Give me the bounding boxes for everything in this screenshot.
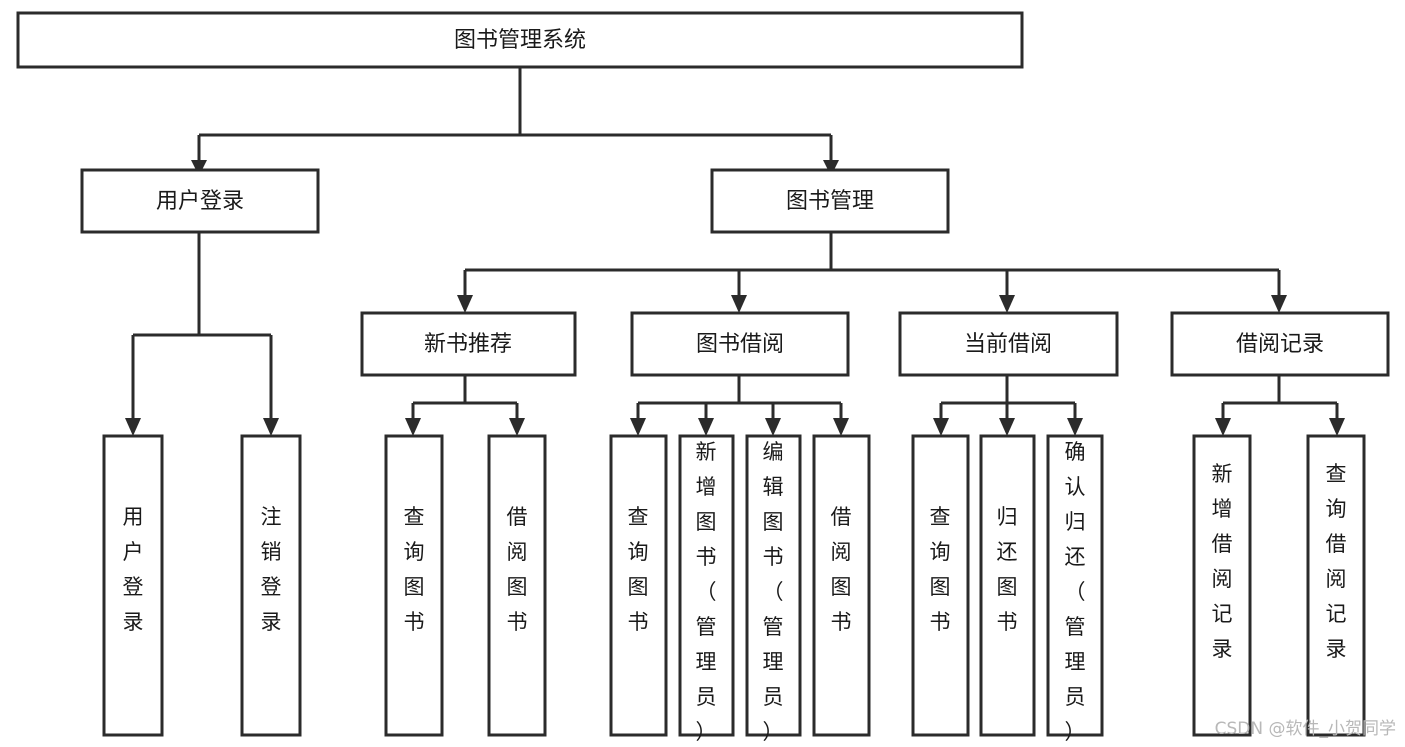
node-new-book-recommend-box[interactable] [360, 311, 577, 377]
node-leaf-borrow-book-2[interactable]: 借阅图书 [812, 434, 871, 737]
node-leaf-borrow-book-2-label: 借阅图书 [831, 505, 852, 634]
node-borrow-record-box[interactable] [1170, 311, 1390, 377]
node-root-label: 图书管理系统 [454, 28, 586, 53]
node-leaf-user-login-box[interactable] [102, 434, 164, 737]
node-borrow-record-label: 借阅记录 [1236, 332, 1324, 357]
node-root-box[interactable] [16, 11, 1024, 69]
node-leaf-user-logout-label: 注销登录 [261, 505, 282, 634]
node-new-book-recommend[interactable]: 新书推荐 [360, 311, 577, 377]
arrow-head-current-borrow [999, 295, 1015, 313]
node-leaf-confirm-return[interactable]: 确认归还（管理员） [1046, 434, 1104, 744]
connector-book-borrow-to-leaves [636, 375, 843, 418]
arrow-head-leaf-query-record [1329, 418, 1345, 436]
node-leaf-query-book-2-box[interactable] [609, 434, 668, 737]
node-leaf-user-login[interactable]: 用户登录 [102, 434, 164, 737]
node-book-management[interactable]: 图书管理 [710, 168, 950, 234]
connector-current-borrow-to-leaves [939, 375, 1077, 418]
node-leaf-query-record-box[interactable] [1306, 434, 1366, 737]
arrow-head-leaf-borrow-book-2 [833, 418, 849, 436]
arrow-head-book-management [823, 160, 839, 176]
node-leaf-edit-book[interactable]: 编辑图书（管理员） [745, 434, 802, 744]
node-user-login-label: 用户登录 [156, 189, 244, 214]
node-leaf-query-book-3[interactable]: 查询图书 [911, 434, 970, 737]
node-user-login-box[interactable] [80, 168, 320, 234]
node-book-borrow-box[interactable] [630, 311, 850, 377]
node-leaf-query-book-2-label: 查询图书 [628, 505, 649, 634]
arrow-head-user-login [191, 160, 207, 176]
node-root[interactable]: 图书管理系统 [16, 11, 1024, 69]
connector-book-management-to-level2 [463, 232, 1281, 295]
node-leaf-confirm-return-box[interactable] [1046, 434, 1104, 737]
arrow-head-borrow-record [1271, 295, 1287, 313]
arrow-head-leaf-confirm-return [1067, 418, 1083, 436]
node-leaf-query-record-label: 查询借阅记录 [1326, 462, 1347, 661]
watermark-label: CSDN @软件_小贺同学 [1215, 719, 1396, 739]
node-leaf-query-book-3-box[interactable] [911, 434, 970, 737]
node-book-borrow[interactable]: 图书借阅 [630, 311, 850, 377]
node-leaf-query-book-1-label: 查询图书 [404, 505, 425, 634]
node-user-login[interactable]: 用户登录 [80, 168, 320, 234]
node-leaf-query-book-2[interactable]: 查询图书 [609, 434, 668, 737]
node-leaf-query-record[interactable]: 查询借阅记录 [1306, 434, 1366, 737]
node-leaf-borrow-book-2-box[interactable] [812, 434, 871, 737]
node-current-borrow-label: 当前借阅 [964, 332, 1052, 357]
node-leaf-query-book-1[interactable]: 查询图书 [384, 434, 444, 737]
node-book-borrow-label: 图书借阅 [696, 332, 784, 357]
node-leaf-add-record[interactable]: 新增借阅记录 [1192, 434, 1252, 737]
arrow-head-leaf-add-book [698, 418, 714, 436]
node-book-management-box[interactable] [710, 168, 950, 234]
node-leaf-add-record-box[interactable] [1192, 434, 1252, 737]
arrow-head-leaf-query-book-2 [630, 418, 646, 436]
node-leaf-query-book-1-box[interactable] [384, 434, 444, 737]
node-new-book-recommend-label: 新书推荐 [424, 332, 512, 357]
node-leaf-return-book-label: 归还图书 [997, 505, 1018, 634]
arrow-head-leaf-edit-book [765, 418, 781, 436]
node-leaf-edit-book-label: 编辑图书（管理员） [763, 440, 784, 744]
node-current-borrow-box[interactable] [898, 311, 1119, 377]
node-leaf-return-book-box[interactable] [979, 434, 1036, 737]
arrow-head-leaf-add-record [1215, 418, 1231, 436]
connector-borrow-record-to-leaves [1221, 375, 1339, 418]
node-leaf-borrow-book-1-label: 借阅图书 [507, 505, 528, 634]
connector-root-to-level1 [197, 67, 833, 160]
node-book-management-label: 图书管理 [786, 189, 874, 214]
node-leaf-add-book[interactable]: 新增图书（管理员） [678, 434, 735, 744]
arrow-head-leaf-query-book-1 [405, 418, 421, 436]
node-leaf-add-record-label: 新增借阅记录 [1212, 462, 1233, 661]
node-leaf-user-logout-box[interactable] [240, 434, 302, 737]
node-leaf-query-book-3-label: 查询图书 [930, 505, 951, 634]
connector-user-login-to-leaves [131, 232, 273, 418]
node-leaf-user-login-label: 用户登录 [123, 505, 144, 634]
connector-new-book-recommend-to-leaves [411, 375, 519, 418]
node-borrow-record[interactable]: 借阅记录 [1170, 311, 1390, 377]
arrow-head-book-borrow [731, 295, 747, 313]
connector-layer [125, 67, 1345, 436]
arrow-head-leaf-borrow-book-1 [509, 418, 525, 436]
arrow-head-leaf-return-book [999, 418, 1015, 436]
node-leaf-add-book-box[interactable] [678, 434, 735, 737]
node-leaf-borrow-book-1[interactable]: 借阅图书 [487, 434, 547, 737]
arrow-head-new-book-recommend [457, 295, 473, 313]
node-leaf-return-book[interactable]: 归还图书 [979, 434, 1036, 737]
node-leaf-confirm-return-label: 确认归还（管理员） [1065, 440, 1086, 744]
arrow-head-leaf-user-logout [263, 418, 279, 436]
node-current-borrow[interactable]: 当前借阅 [898, 311, 1119, 377]
node-leaf-edit-book-box[interactable] [745, 434, 802, 737]
node-leaf-borrow-book-1-box[interactable] [487, 434, 547, 737]
arrow-head-leaf-user-login [125, 418, 141, 436]
arrow-head-leaf-query-book-3 [933, 418, 949, 436]
node-leaf-add-book-label: 新增图书（管理员） [696, 440, 717, 744]
node-leaf-user-logout[interactable]: 注销登录 [240, 434, 302, 737]
